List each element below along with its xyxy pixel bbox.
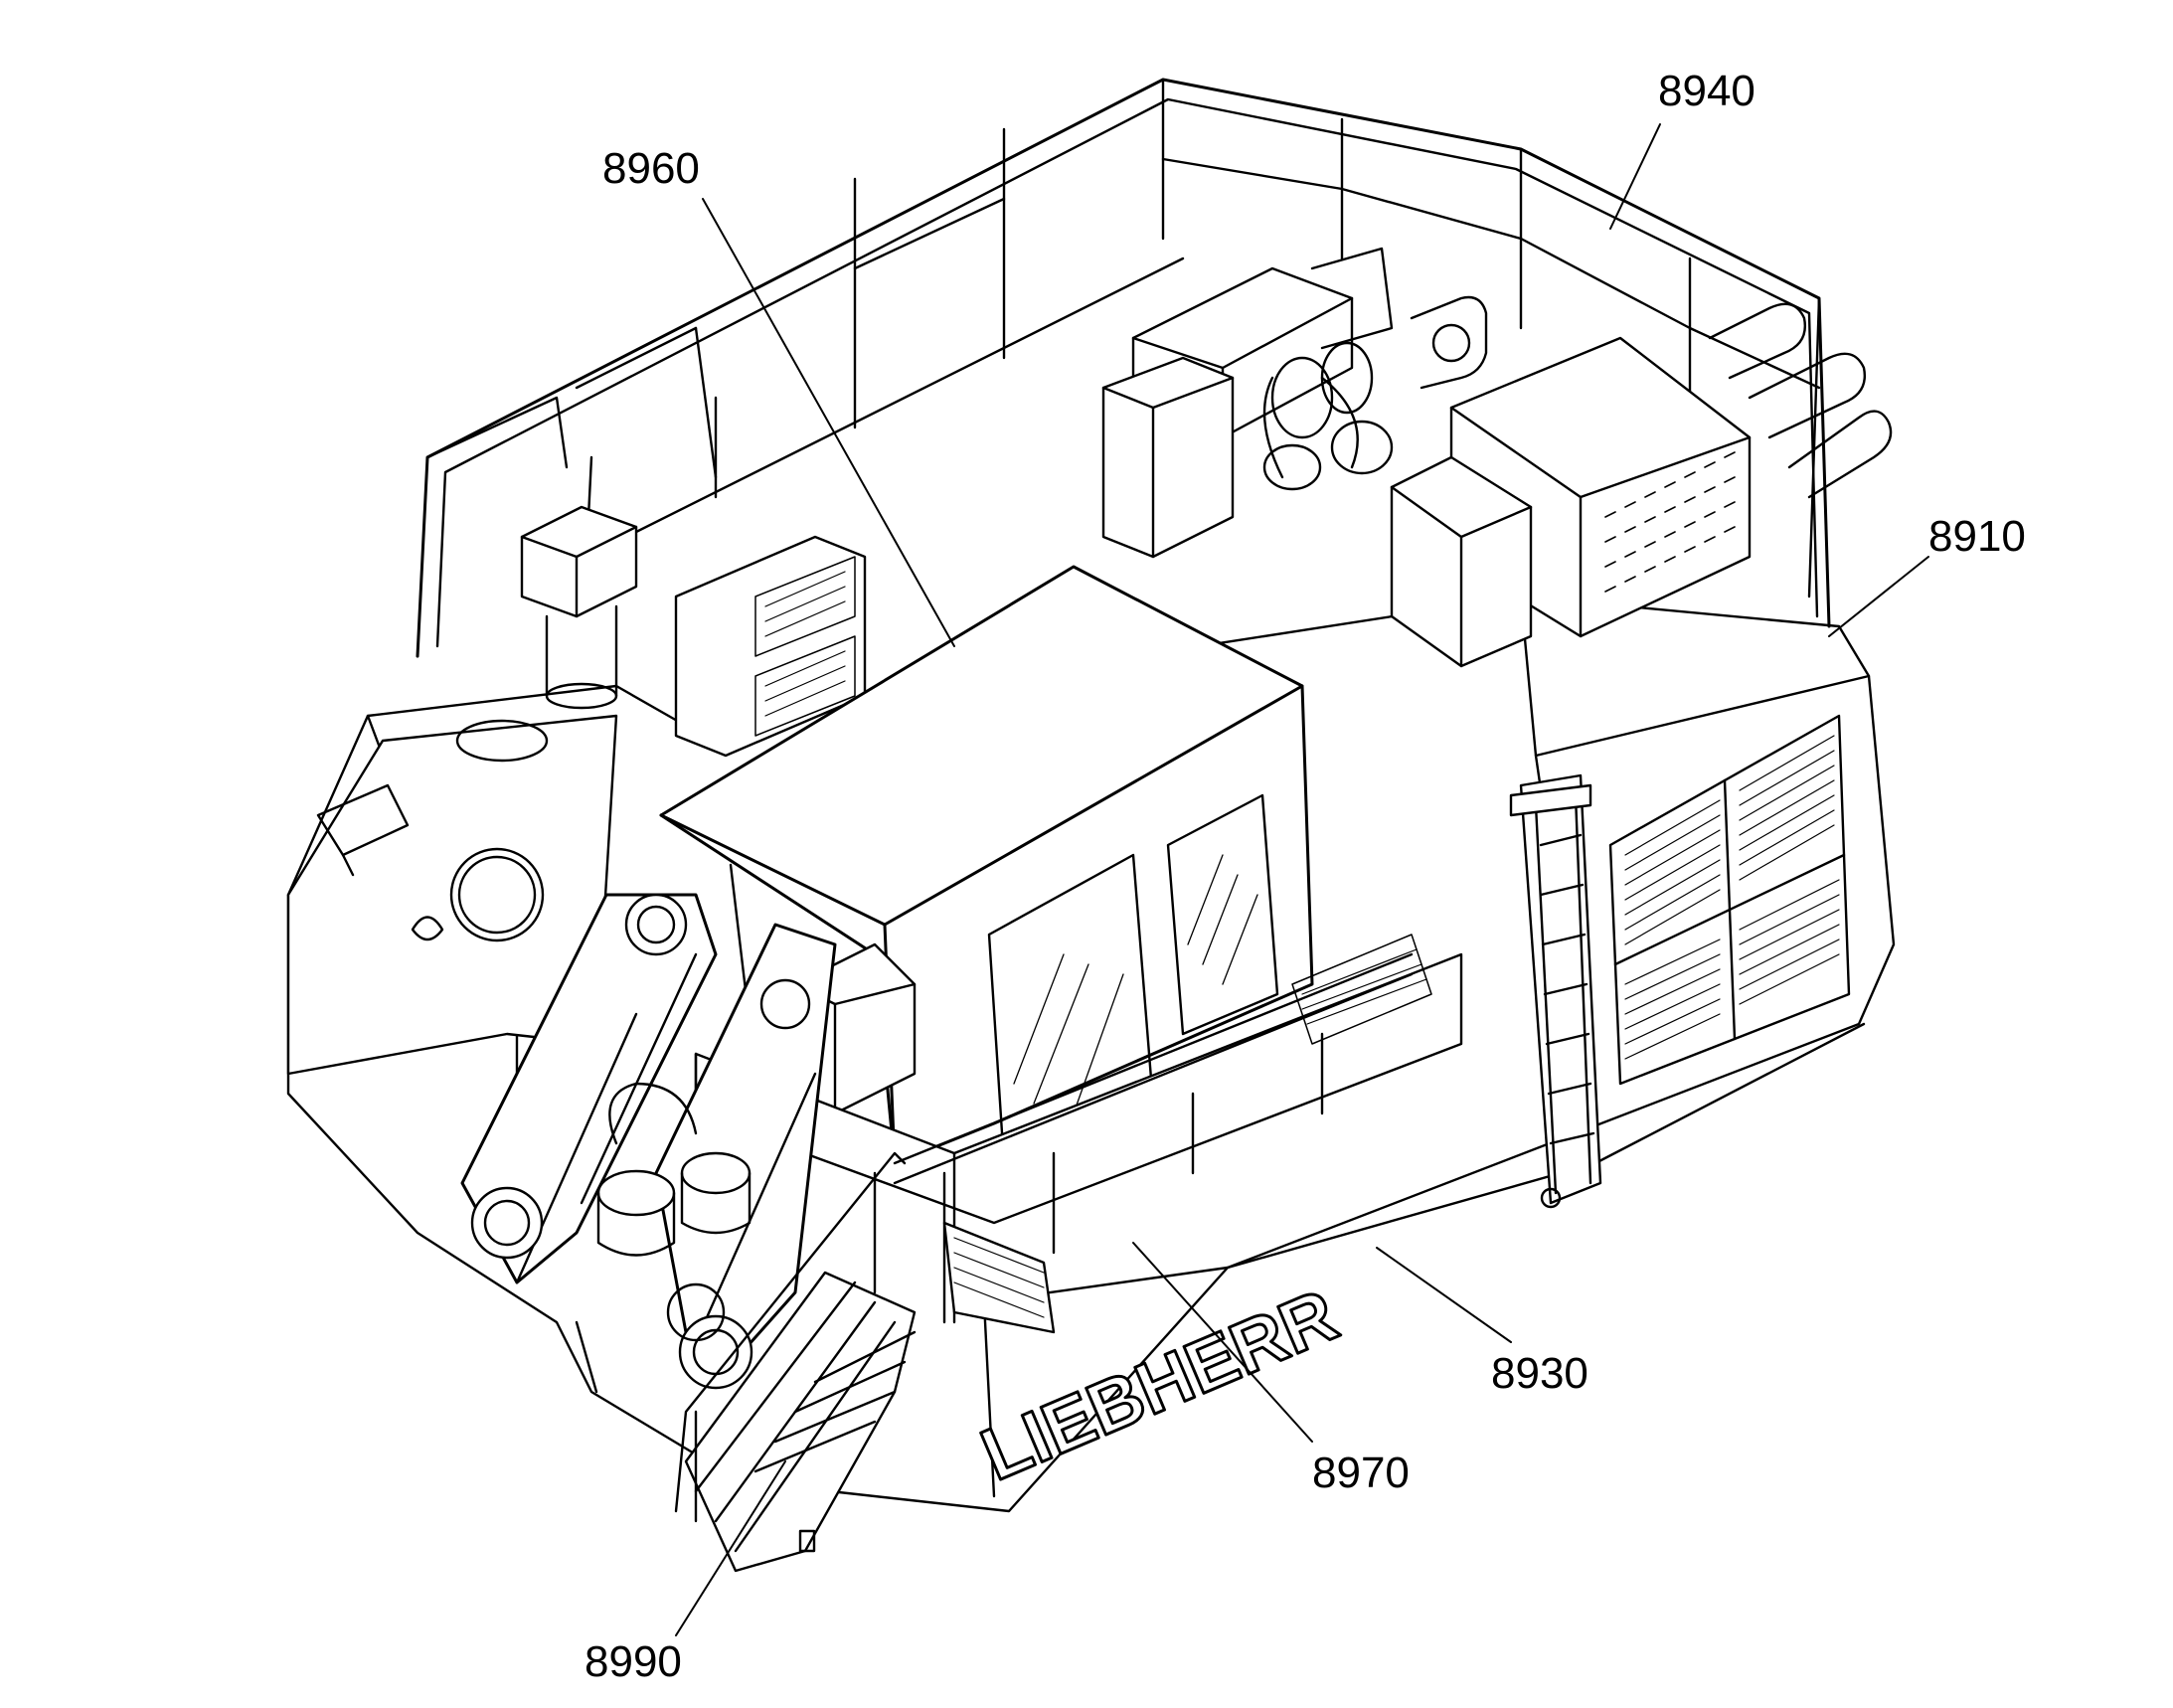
leader-8970 xyxy=(1132,1242,1313,1443)
callout-8930: 8930 xyxy=(1491,1349,1588,1398)
callout-8970: 8970 xyxy=(1312,1449,1410,1497)
leader-8940 xyxy=(1609,123,1661,230)
exhaust-pipes xyxy=(1708,302,1893,499)
cabinet-vent-dots xyxy=(1604,451,1736,593)
hydraulic-pumps xyxy=(596,1082,752,1257)
electrical-cabinet xyxy=(1390,336,1752,668)
callout-8940: 8940 xyxy=(1658,67,1755,115)
leader-8910 xyxy=(1828,556,1929,637)
leader-8990 xyxy=(675,1460,786,1636)
cab-window-reflections xyxy=(1013,854,1258,1114)
right-vent-grille xyxy=(1608,714,1851,1086)
front-platform xyxy=(694,934,1463,1334)
boom-arms xyxy=(460,893,837,1390)
callout-8990: 8990 xyxy=(585,1637,682,1686)
callout-8960: 8960 xyxy=(602,144,700,193)
leader-lines xyxy=(675,123,1929,1636)
callout-8910: 8910 xyxy=(1928,512,2026,561)
top-handrail xyxy=(416,78,1831,658)
leader-8960 xyxy=(702,198,955,647)
front-stairs xyxy=(674,1151,917,1573)
engine-blocks xyxy=(1101,247,1488,559)
air-filter-box xyxy=(455,505,638,763)
operator-cab xyxy=(659,565,1314,1165)
access-ladder xyxy=(1509,773,1602,1209)
cooler-grille xyxy=(674,535,867,758)
leader-8930 xyxy=(1376,1247,1512,1343)
